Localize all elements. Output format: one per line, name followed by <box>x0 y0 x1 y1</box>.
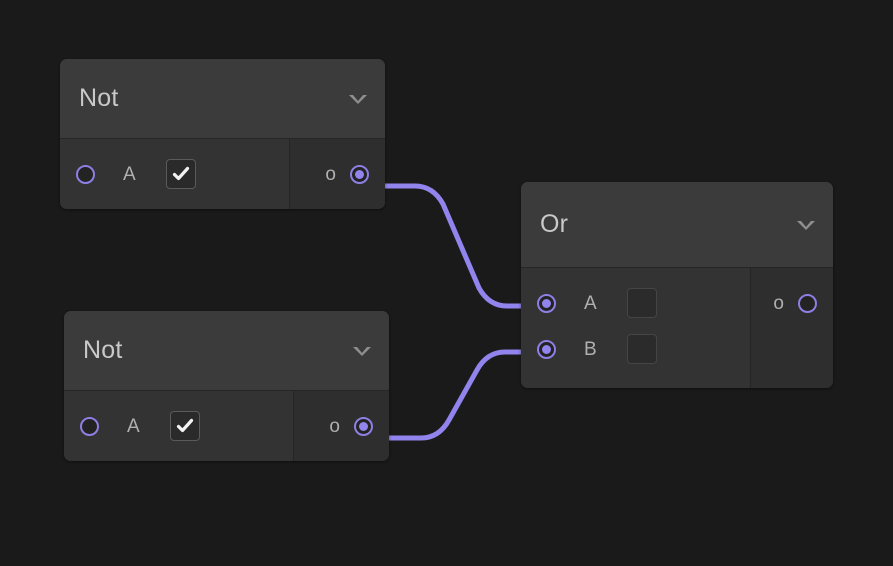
input-port-label: A <box>584 292 597 314</box>
output-port-label: o <box>773 292 784 314</box>
output-row: o <box>294 403 389 449</box>
output-port[interactable] <box>798 293 817 313</box>
input-checkbox[interactable] <box>626 288 657 318</box>
chevron-down-icon[interactable] <box>793 212 819 238</box>
node-header[interactable]: Not <box>60 59 385 139</box>
input-port-label: B <box>584 338 597 360</box>
input-row: A <box>521 280 750 326</box>
node-header[interactable]: Not <box>64 311 389 391</box>
input-row: B <box>521 326 750 372</box>
input-port-label: A <box>127 415 140 437</box>
input-row: A <box>60 151 289 197</box>
output-row: o <box>290 151 385 197</box>
input-port[interactable] <box>80 416 99 436</box>
input-port[interactable] <box>76 164 95 184</box>
input-checkbox[interactable] <box>169 411 200 441</box>
output-row: o <box>751 280 833 326</box>
input-checkbox[interactable] <box>165 159 196 189</box>
node-outputs: o <box>751 268 833 388</box>
node-title: Not <box>79 84 119 112</box>
connection-wire[interactable] <box>376 183 546 309</box>
chevron-down-icon[interactable] <box>349 338 375 364</box>
input-row: A <box>64 403 293 449</box>
node-outputs: o <box>294 391 389 461</box>
output-port-label: o <box>325 163 336 185</box>
output-port-label: o <box>329 415 340 437</box>
node-title: Or <box>540 210 569 238</box>
input-port[interactable] <box>537 293 556 313</box>
node-inputs: A <box>64 391 294 461</box>
node-header[interactable]: Or <box>521 182 833 268</box>
chevron-down-icon[interactable] <box>345 86 371 112</box>
node-inputs: A <box>60 139 290 209</box>
output-port[interactable] <box>354 416 373 436</box>
input-port-label: A <box>123 163 136 185</box>
output-port[interactable] <box>350 164 369 184</box>
input-checkbox[interactable] <box>626 334 657 364</box>
node-title: Not <box>83 336 123 364</box>
node-outputs: o <box>290 139 385 209</box>
connection-wire[interactable] <box>380 349 546 441</box>
input-port[interactable] <box>537 339 556 359</box>
